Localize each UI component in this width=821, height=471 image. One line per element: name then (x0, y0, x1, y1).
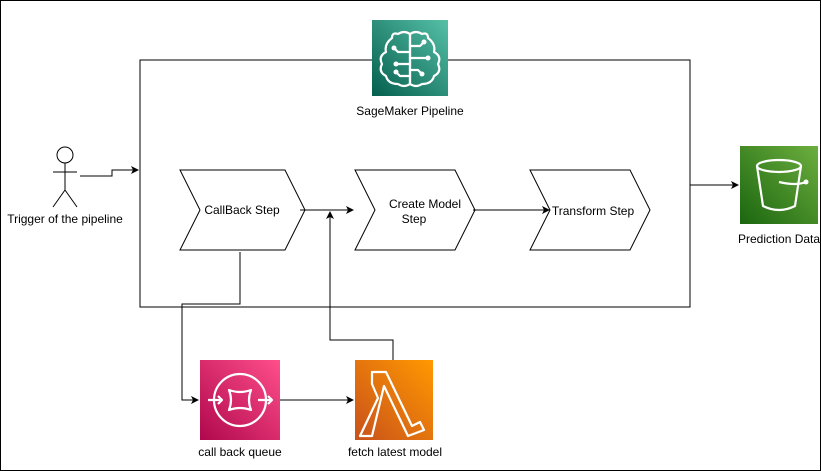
connector-callback-to-queue (181, 252, 241, 404)
connector-actor-to-pipeline (80, 166, 139, 177)
actor-icon (52, 146, 78, 208)
sagemaker-icon (372, 20, 448, 96)
lambda-label: fetch latest model (347, 445, 443, 459)
lambda-icon (355, 360, 433, 440)
queue-label: call back queue (198, 445, 282, 459)
create-model-step-label-line1: Create Model (388, 197, 462, 211)
callback-step-shape[interactable] (179, 169, 306, 251)
transform-step-shape[interactable] (529, 169, 651, 251)
create-model-step-shape[interactable] (354, 169, 476, 251)
s3-label: Prediction Data (738, 232, 821, 246)
callback-step-label[interactable]: CallBack Step (204, 203, 280, 217)
create-model-step-label[interactable]: Create Model Step (375, 197, 475, 227)
sqs-queue-icon (200, 360, 280, 440)
pipeline-label: SageMaker Pipeline (356, 104, 464, 118)
actor-label: Trigger of the pipeline (7, 212, 123, 226)
s3-bucket-icon (740, 146, 818, 224)
create-model-step-label-line2: Step (401, 212, 427, 226)
transform-step-label[interactable]: Transform Step (551, 204, 635, 218)
connector-lambda-to-create (326, 211, 394, 360)
